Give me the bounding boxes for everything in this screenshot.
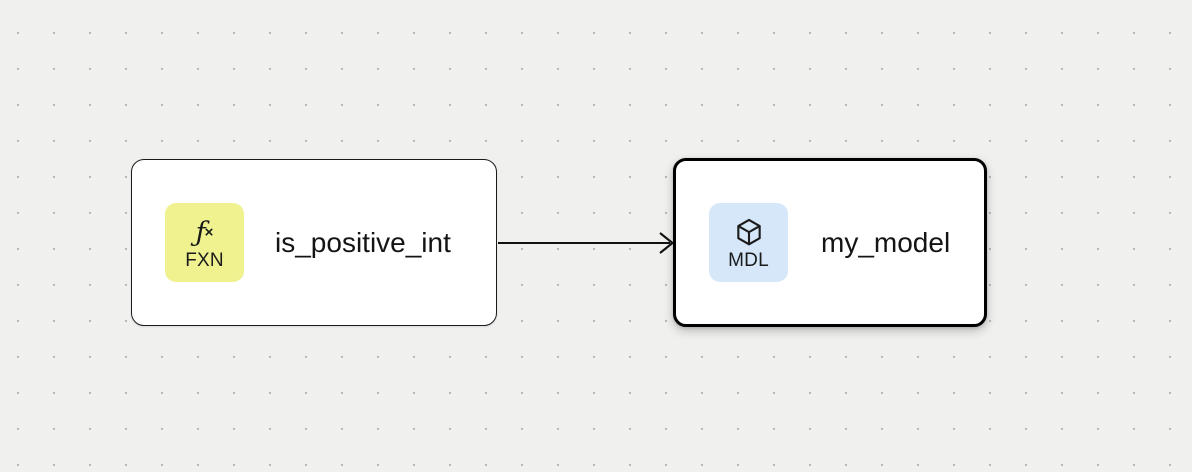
node-title-my-model: my_model <box>821 226 951 258</box>
cube-box-icon <box>734 216 764 250</box>
node-is-positive-int[interactable]: ƒ× FXN is_positive_int <box>131 159 497 326</box>
arrowhead-icon <box>659 232 675 254</box>
fx-glyph-f: ƒ <box>195 217 206 248</box>
function-fx-icon: ƒ× <box>196 216 214 250</box>
edge-fxn-to-mdl[interactable] <box>498 232 675 254</box>
node-badge-mdl: MDL <box>709 203 788 282</box>
node-badge-label-mdl: MDL <box>728 249 769 271</box>
fx-glyph-x: × <box>204 224 214 241</box>
node-title-is-positive-int: is_positive_int <box>275 226 451 258</box>
node-badge-label-fxn: FXN <box>185 249 224 271</box>
node-my-model[interactable]: MDL my_model <box>673 158 987 327</box>
node-badge-fxn: ƒ× FXN <box>165 203 244 282</box>
